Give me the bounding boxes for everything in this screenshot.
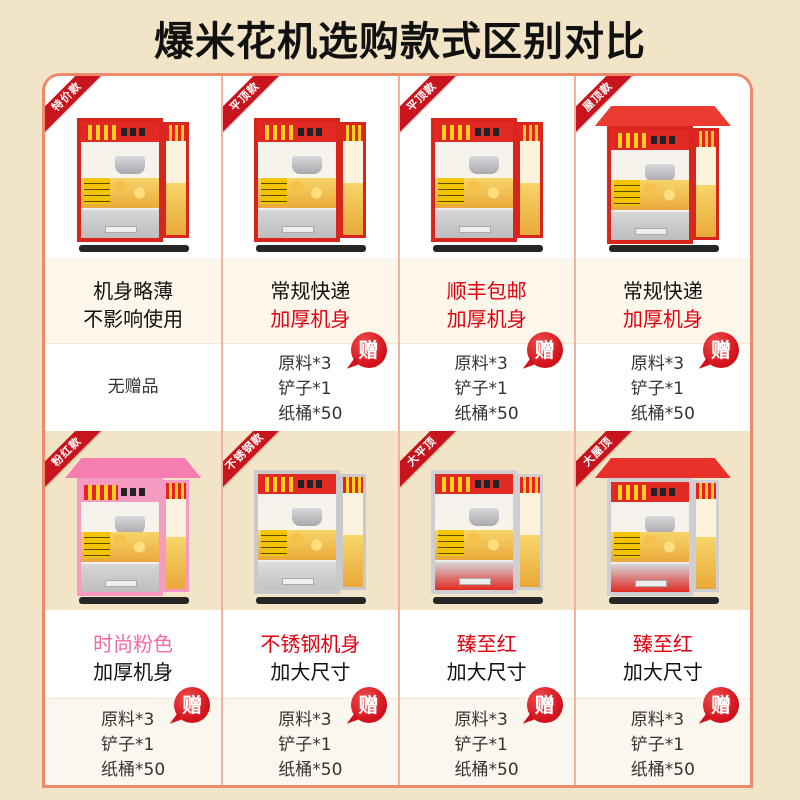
gift-badge-icon: 赠	[703, 332, 739, 368]
feature-line: 常规快递	[622, 278, 703, 303]
feature-line: 机身略薄	[93, 278, 174, 303]
gift-item: 铲子*1	[630, 735, 685, 755]
product-card-pink[interactable]: 粉红款 时尚粉色 加厚机身 赠 原料*3 铲子*1 纸桶*50	[45, 431, 222, 785]
feature-line: 不影响使用	[83, 306, 184, 331]
popcorn-machine-icon	[73, 106, 193, 252]
feature-line: 加厚机身	[446, 306, 527, 331]
product-image-cell[interactable]: 大屋顶	[575, 431, 750, 610]
popcorn-machine-icon	[594, 458, 731, 604]
popcorn-machine-icon	[427, 458, 547, 604]
gift-item: 原料*3	[630, 710, 685, 730]
popcorn-machine-icon	[594, 106, 731, 252]
gift-cell: 赠 原料*3 铲子*1 纸桶*50	[223, 687, 398, 785]
gift-list: 原料*3 铲子*1 纸桶*50	[631, 704, 695, 783]
gift-cell: 赠 原料*3 铲子*1 纸桶*50	[399, 687, 574, 785]
feature-line: 加大尺寸	[270, 660, 351, 684]
comparison-row-2: 粉红款 时尚粉色 加厚机身 赠 原料*3 铲子*1 纸桶*50	[45, 431, 750, 785]
product-image-cell[interactable]: 不锈钢款	[223, 431, 398, 610]
gift-item: 铲子*1	[278, 379, 332, 399]
product-card-large-roof[interactable]: 大屋顶 臻至红 加大尺寸 赠 原料*3 铲子*1 纸桶*50	[573, 431, 750, 785]
product-card-stainless[interactable]: 不锈钢款 不锈钢机身 加大尺寸 赠 原料*3 铲子*1 纸桶*50	[221, 431, 398, 785]
product-card-flat-top[interactable]: 平顶款 常规快递 加厚机身 赠 原料*3 铲子*1 纸桶*50	[221, 76, 398, 431]
comparison-row-1: 特价款 机身略薄 不影响使用 无赠品 平顶款	[45, 76, 750, 431]
gift-item: 原料*3	[278, 354, 332, 374]
gift-badge-icon: 赠	[174, 687, 211, 723]
gift-list: 原料*3 铲子*1 纸桶*50	[278, 704, 342, 783]
feature-text-cell: 不锈钢机身 加大尺寸	[223, 610, 398, 698]
gift-cell: 赠 原料*3 铲子*1 纸桶*50	[399, 332, 574, 431]
feature-line: 加厚机身	[93, 660, 174, 684]
gift-badge-icon: 赠	[526, 687, 563, 723]
feature-text-cell: 机身略薄 不影响使用	[45, 258, 222, 343]
page-title: 爆米花机选购款式区别对比	[154, 19, 646, 65]
gift-item: 铲子*1	[278, 735, 332, 755]
product-image-cell[interactable]: 屋顶款	[575, 76, 750, 258]
popcorn-machine-icon	[65, 458, 202, 604]
product-card-large-flat[interactable]: 大平顶 臻至红 加大尺寸 赠 原料*3 铲子*1 纸桶*50	[397, 431, 574, 785]
gift-item: 原料*3	[101, 710, 155, 730]
feature-line: 臻至红	[632, 632, 693, 656]
feature-text-cell: 常规快递 加厚机身	[223, 258, 398, 343]
product-image-cell[interactable]: 平顶款	[399, 76, 574, 258]
gift-badge-icon: 赠	[703, 687, 739, 723]
feature-text-cell: 臻至红 加大尺寸	[575, 610, 750, 698]
product-image-cell[interactable]: 特价款	[45, 76, 222, 258]
product-card-flat-top-sf[interactable]: 平顶款 顺丰包邮 加厚机身 赠 原料*3 铲子*1 纸桶*50	[397, 76, 574, 431]
feature-line: 臻至红	[456, 632, 517, 656]
gift-list: 原料*3 铲子*1 纸桶*50	[631, 348, 695, 427]
gift-cell: 赠 原料*3 铲子*1 纸桶*50	[45, 687, 222, 785]
gift-list: 原料*3 铲子*1 纸桶*50	[101, 704, 165, 783]
gift-item: 纸桶*50	[454, 404, 519, 424]
gift-item: 原料*3	[630, 354, 685, 374]
gift-item: 铲子*1	[454, 379, 508, 399]
comparison-table: 特价款 机身略薄 不影响使用 无赠品 平顶款	[42, 73, 753, 788]
gift-item: 纸桶*50	[278, 760, 343, 780]
product-image-cell[interactable]: 平顶款	[223, 76, 398, 258]
gift-cell: 赠 原料*3 铲子*1 纸桶*50	[223, 332, 398, 431]
popcorn-machine-icon	[250, 106, 370, 252]
gift-item: 纸桶*50	[454, 760, 519, 780]
feature-line: 不锈钢机身	[260, 632, 361, 656]
gift-list: 原料*3 铲子*1 纸桶*50	[455, 704, 519, 783]
gift-item: 铲子*1	[101, 735, 155, 755]
product-image-cell[interactable]: 大平顶	[399, 431, 574, 610]
feature-line: 加厚机身	[270, 306, 351, 331]
gift-item: 原料*3	[278, 710, 332, 730]
gift-cell: 赠 原料*3 铲子*1 纸桶*50	[575, 687, 750, 785]
popcorn-machine-icon	[250, 458, 370, 604]
no-gift-text: 无赠品	[107, 377, 159, 397]
gift-item: 原料*3	[454, 354, 508, 374]
gift-item: 纸桶*50	[101, 760, 166, 780]
gift-item: 铲子*1	[454, 735, 508, 755]
feature-text-cell: 顺丰包邮 加厚机身	[399, 258, 574, 343]
feature-line: 时尚粉色	[93, 632, 174, 656]
gift-badge-icon: 赠	[350, 332, 387, 368]
feature-line: 加大尺寸	[446, 660, 527, 684]
gift-list: 原料*3 铲子*1 纸桶*50	[278, 348, 342, 427]
feature-line: 常规快递	[270, 278, 351, 303]
feature-line: 加大尺寸	[622, 660, 703, 684]
gift-badge-icon: 赠	[526, 332, 563, 368]
gift-item: 原料*3	[454, 710, 508, 730]
product-image-cell[interactable]: 粉红款	[45, 431, 222, 610]
gift-cell: 无赠品	[45, 343, 222, 431]
feature-line: 加厚机身	[622, 306, 703, 331]
feature-text-cell: 时尚粉色 加厚机身	[45, 610, 222, 698]
feature-text-cell: 臻至红 加大尺寸	[399, 610, 574, 698]
gift-item: 纸桶*50	[630, 760, 695, 780]
feature-text-cell: 常规快递 加厚机身	[575, 258, 750, 343]
gift-list: 原料*3 铲子*1 纸桶*50	[455, 348, 519, 427]
gift-badge-icon: 赠	[350, 687, 387, 723]
popcorn-machine-icon	[427, 106, 547, 252]
gift-item: 纸桶*50	[630, 404, 695, 424]
gift-item: 纸桶*50	[278, 404, 343, 424]
product-card-roof-top[interactable]: 屋顶款 常规快递 加厚机身 赠 原料*3 铲子*1 纸桶*50	[573, 76, 750, 431]
feature-line: 顺丰包邮	[446, 278, 527, 303]
gift-item: 铲子*1	[630, 379, 685, 399]
product-card-special-price[interactable]: 特价款 机身略薄 不影响使用 无赠品	[45, 76, 222, 431]
gift-cell: 赠 原料*3 铲子*1 纸桶*50	[575, 332, 750, 431]
